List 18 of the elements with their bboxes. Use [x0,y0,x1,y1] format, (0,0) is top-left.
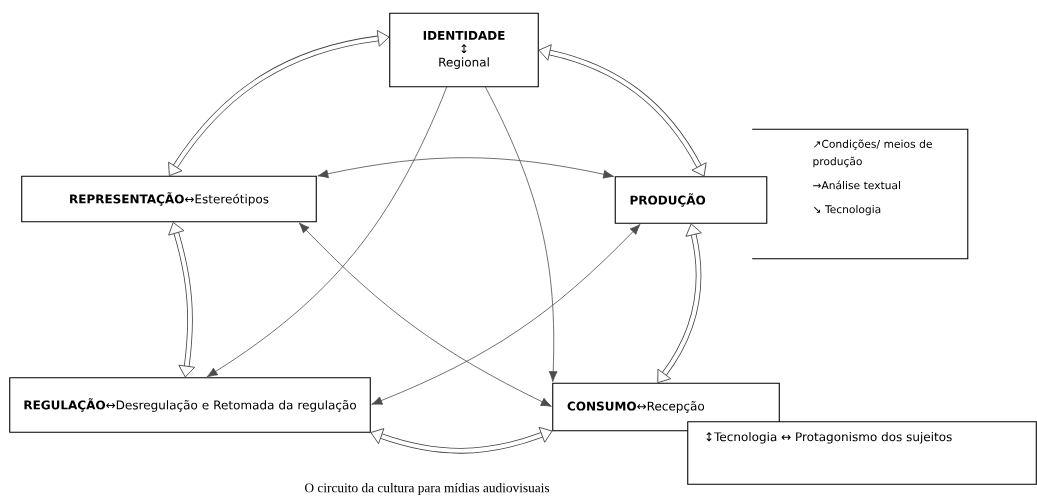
block-arrow [538,44,707,177]
caption: O circuito da cultura para mídias audiovisuais [305,482,550,496]
text-box: CONSUMO↔Recepção [552,382,780,432]
text-box: IDENTIDADE ↕ Regional [389,12,539,88]
arrow [371,224,641,405]
block-arrow [657,223,702,384]
block-arrow [168,222,195,378]
text-box: REGULAÇÃO↔Desregulação e Retomada da regulação [9,377,371,433]
arrow [317,157,615,179]
arrow [298,222,552,407]
text-box: ↕Tecnologia ↔ Protagonismo dos sujeitos [687,421,1037,485]
text-box: PRODUÇÃO [614,176,768,224]
note-box: ↗Condições/ meios de produção →Análise textual ↘ Tecnologia [751,128,969,260]
block-arrow [370,426,553,454]
arrow [484,86,558,383]
text-box: REPRESENTAÇÃO↔Estereótipos [21,175,317,223]
block-arrow [168,30,390,177]
arrow [206,86,448,378]
